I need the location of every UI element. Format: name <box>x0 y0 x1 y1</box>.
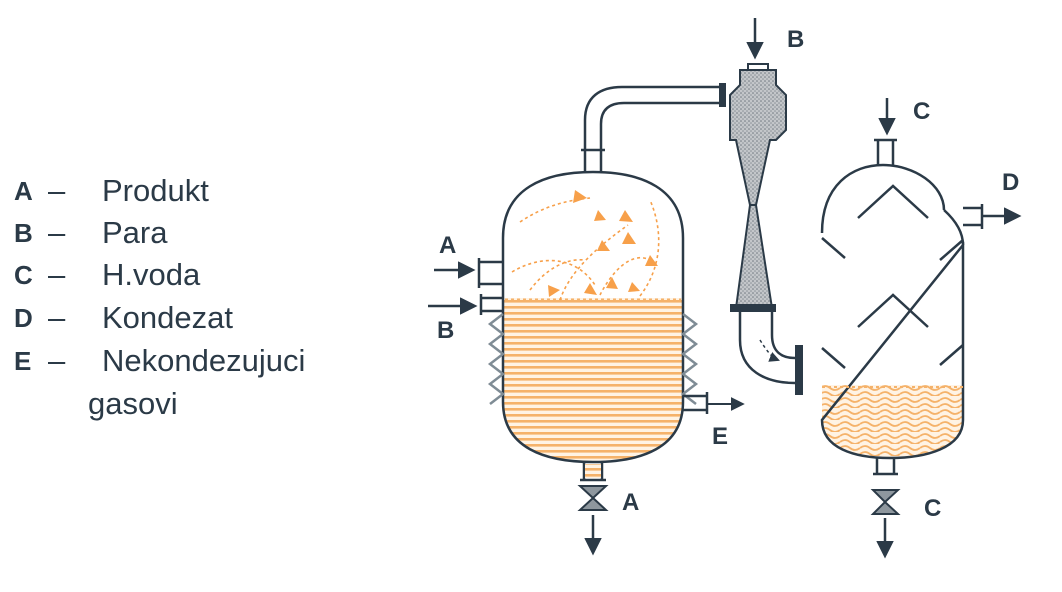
legend-text: Para <box>102 215 168 250</box>
condenser-outlet-valve <box>870 489 901 515</box>
legend-item-d: D – Kondezat <box>14 300 233 336</box>
steam-jacket-left <box>487 313 506 405</box>
product-outlet-valve <box>577 485 609 511</box>
steam-inlet-nozzle <box>479 294 503 315</box>
label-cooling-water-outlet: C <box>924 495 941 522</box>
legend-dash: – <box>48 257 66 292</box>
legend-text: Kondezat <box>102 300 233 335</box>
steam-jacket-right <box>680 313 699 405</box>
legend-key: B <box>14 217 33 248</box>
label-product-inlet: A <box>439 232 456 259</box>
label-condensate-outlet: D <box>1002 169 1019 196</box>
label-cooling-water-inlet: C <box>913 98 930 125</box>
evaporator-shell <box>501 170 685 464</box>
legend-dash: – <box>48 343 66 378</box>
legend-item-a: A – Produkt <box>14 173 209 209</box>
condenser-vessel <box>820 98 1022 559</box>
legend-text: Nekondezujuci <box>102 343 306 378</box>
legend-key: C <box>14 259 33 290</box>
evaporator-vessel <box>428 148 745 556</box>
evaporator-top-nozzle <box>581 148 605 172</box>
legend-item-c: C – H.voda <box>14 257 200 293</box>
legend-key: A <box>14 175 33 206</box>
label-product-outlet: A <box>622 489 639 516</box>
vapour-flow-lines <box>511 197 660 301</box>
legend-item-e-continuation: gasovi <box>88 386 178 421</box>
product-liquid <box>503 298 683 462</box>
condensate-liquid <box>822 385 963 458</box>
legend-text: Produkt <box>102 173 209 208</box>
legend-dash: – <box>48 300 66 335</box>
legend-key: E <box>14 345 32 376</box>
steam-ejector <box>729 18 803 395</box>
label-ejector-steam: B <box>787 26 804 53</box>
legend-text: H.voda <box>102 257 201 292</box>
label-steam-inlet: B <box>437 317 454 344</box>
condenser-baffles <box>821 184 964 369</box>
legend-dash: – <box>48 215 66 250</box>
legend-item-e: E – Nekondezujuci <box>14 343 305 379</box>
product-inlet-nozzle <box>477 258 503 288</box>
vapour-arrowheads <box>548 190 658 297</box>
condenser-shell <box>820 163 965 460</box>
label-gas-vent: E <box>712 423 728 450</box>
vapour-pipe <box>583 83 726 150</box>
legend-key: D <box>14 302 33 333</box>
legend-dash: – <box>48 173 66 208</box>
legend-item-b: B – Para <box>14 215 167 251</box>
